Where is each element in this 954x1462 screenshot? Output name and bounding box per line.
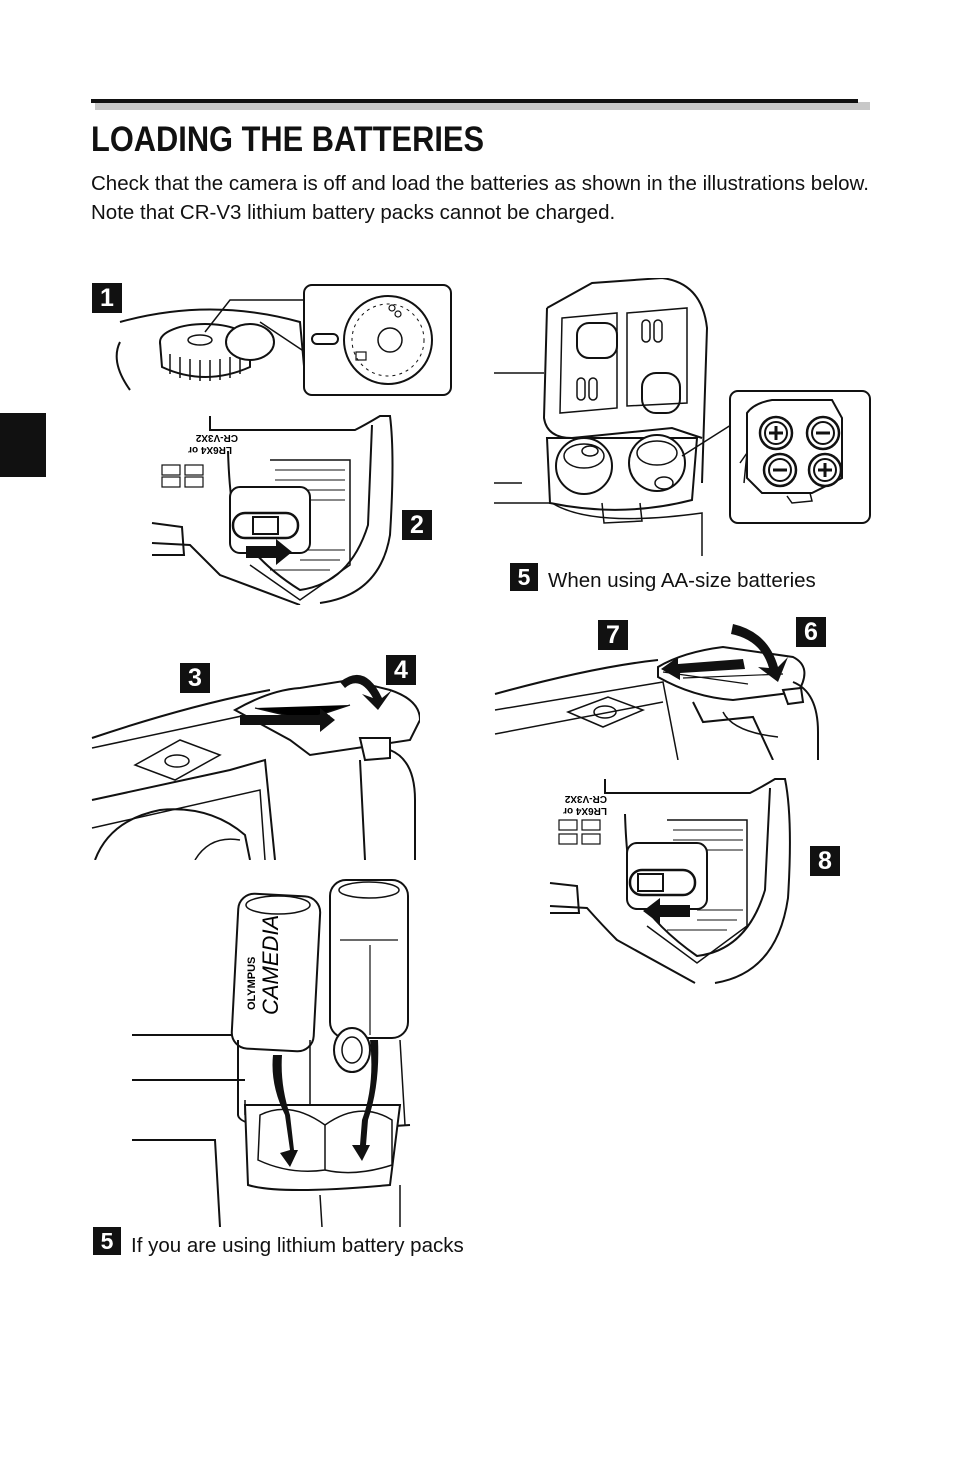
step-3-label: 3 bbox=[180, 663, 210, 693]
pack-name-label: CAMEDIA bbox=[258, 915, 283, 1015]
header-rule bbox=[91, 99, 858, 103]
figure-cover-slide-open: CR-V3X2 LR6X4 or bbox=[151, 415, 394, 605]
step-6-label: 6 bbox=[796, 617, 826, 647]
step-8-label: 8 bbox=[810, 846, 840, 876]
step-4-label: 4 bbox=[386, 655, 416, 685]
step-7-label: 7 bbox=[598, 620, 628, 650]
step-2-label: 2 bbox=[402, 510, 432, 540]
cover-label-1b: CR-V3X2 bbox=[564, 793, 607, 804]
figure-aa-batteries bbox=[494, 278, 871, 556]
slide-arrow-icon bbox=[246, 539, 292, 565]
step-1-label: 1 bbox=[92, 283, 122, 313]
caption-aa: When using AA-size batteries bbox=[548, 569, 816, 592]
section-tab bbox=[0, 413, 46, 477]
figure-lithium-packs: OLYMPUS CAMEDIA bbox=[132, 879, 411, 1227]
intro-paragraph: Check that the camera is off and load th… bbox=[91, 172, 869, 224]
cover-label-2: LR6X4 or bbox=[188, 444, 232, 455]
figure-close-cover bbox=[494, 624, 819, 760]
brand-label: OLYMPUS bbox=[246, 957, 258, 1010]
cover-label-1: CR-V3X2 bbox=[195, 432, 238, 443]
plus-terminal-icon bbox=[758, 415, 794, 451]
header-rule-shadow bbox=[95, 102, 870, 110]
step-5a-label: 5 bbox=[510, 563, 538, 591]
caption-lithium: If you are using lithium battery packs bbox=[131, 1234, 464, 1257]
figure-cover-slide-close: CR-V3X2 LR6X4 or bbox=[549, 778, 791, 984]
page-title: LOADING THE BATTERIES bbox=[91, 120, 484, 159]
minus-terminal-icon bbox=[805, 415, 841, 451]
figure-open-cover bbox=[91, 674, 420, 860]
step-5b-label: 5 bbox=[93, 1227, 121, 1255]
figure-power-switch bbox=[115, 284, 452, 396]
cover-label-2b: LR6X4 or bbox=[563, 805, 607, 816]
